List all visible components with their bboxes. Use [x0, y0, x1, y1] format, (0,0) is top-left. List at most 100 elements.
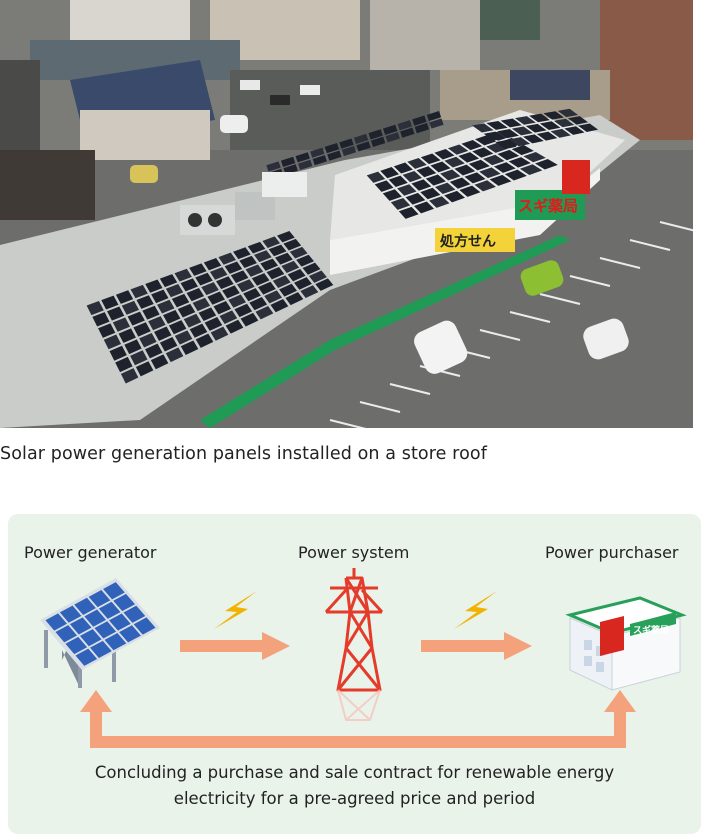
roof-solar-panel — [324, 143, 340, 154]
solar-cell — [119, 625, 141, 643]
roof-solar-panel — [429, 118, 444, 129]
roof-solar-panel — [279, 283, 297, 297]
roof-solar-panel — [130, 350, 148, 366]
parking-stripe — [359, 401, 401, 413]
roof-solar-panel — [210, 326, 229, 341]
roof-solar-panel — [509, 137, 531, 147]
roof-solar-panel — [382, 189, 402, 201]
tower-shadow — [337, 689, 381, 721]
roof-solar-panel — [468, 159, 490, 171]
roof-solar-panel — [174, 330, 193, 345]
roof-solar-panel — [225, 319, 244, 334]
roof-solar-panel — [497, 129, 519, 139]
roof-solar-panel — [135, 361, 154, 377]
roof-solar-panel — [368, 129, 383, 140]
roof-solar-panel — [224, 261, 243, 274]
roof-solar-panel — [310, 147, 325, 158]
roof-solar-panel — [454, 164, 476, 176]
solar-cell — [55, 625, 78, 643]
roof-solar-panel — [483, 131, 506, 141]
parking-stripe — [329, 419, 367, 428]
transmission-tower-icon — [324, 568, 384, 692]
roof-solar-panel — [136, 295, 154, 309]
roof-solar-panel — [298, 159, 313, 170]
roof-solar-panel — [536, 131, 558, 141]
roof-solar-panel — [519, 164, 543, 175]
roof-solar-panel — [230, 270, 249, 283]
roof-solar-panel — [523, 151, 546, 163]
roof-solar-panel — [397, 120, 412, 131]
roof-solar-panel — [251, 273, 270, 286]
roof-solar-panel — [426, 110, 442, 122]
roof-solar-panel — [464, 172, 486, 184]
roof-solar-panel — [236, 279, 255, 293]
svg-text:スギ薬局: スギ薬局 — [633, 624, 669, 636]
roof-solar-panel — [258, 281, 276, 295]
parking-lot — [130, 115, 693, 428]
roof-solar-panel — [124, 339, 142, 355]
roof-solar-panel — [308, 270, 327, 283]
roof-solar-panel — [203, 257, 222, 271]
roof-solar-panel — [209, 267, 228, 280]
roof-solar-panel — [500, 118, 522, 128]
parking-stripe — [629, 239, 671, 251]
roof-solar-panel — [486, 142, 508, 153]
roof-solar-panel — [157, 299, 175, 314]
roof-solar-panel — [429, 196, 450, 208]
roof-solar-panel — [118, 328, 136, 343]
parking-stripe — [569, 275, 611, 287]
roof-solar-panel — [474, 135, 497, 146]
roof-solar-panel — [407, 158, 427, 169]
roof-solar-panel — [472, 147, 494, 158]
flow-arrow-generator-to-system — [180, 632, 290, 660]
roof-solar-panel — [86, 300, 104, 316]
roof-solar-panel — [283, 238, 302, 251]
roof-solar-panel — [353, 133, 369, 145]
roof-solar-panel — [578, 123, 599, 133]
roof-solar-panel — [356, 141, 371, 152]
roof-solar-panel — [302, 262, 321, 275]
roof-solar-panel — [535, 158, 558, 170]
roof-solar-panel — [180, 278, 198, 292]
solar-cell — [88, 589, 111, 608]
contract-line-1: Concluding a purchase and sale contract … — [94, 763, 615, 782]
hvac-units — [180, 172, 307, 235]
solar-panel-icon — [40, 578, 160, 688]
solar-cell — [74, 597, 96, 615]
solar-cell — [133, 617, 156, 635]
roof-solar-panel — [270, 299, 289, 313]
roof-solar-panel — [425, 174, 446, 186]
parking-stripe — [539, 293, 581, 305]
roof-solar-panel — [393, 162, 413, 174]
store-roof-photo: 処方せん スギ薬局 — [0, 0, 693, 428]
roof-solar-panel — [434, 148, 455, 160]
roof-solar-panel — [277, 231, 295, 243]
roof-solar-panel — [115, 290, 134, 304]
roof-solar-panel — [159, 336, 178, 352]
roof-solar-panel — [98, 323, 116, 338]
roof-solar-panel — [514, 116, 536, 125]
roof-solar-panel — [151, 289, 169, 304]
roof-solar-panel — [366, 171, 386, 183]
background-buildings — [0, 0, 693, 220]
roof-solar-panel — [405, 192, 426, 205]
roof-solar-panel — [529, 113, 550, 123]
roof-solar-panel — [458, 152, 480, 163]
roof-solar-panel — [148, 316, 166, 331]
roof-solar-panel — [145, 343, 163, 359]
roof-solar-panel — [218, 252, 236, 265]
roof-solar-panel — [285, 292, 304, 306]
roof-solar-panel — [260, 258, 279, 271]
roof-solar-panel — [228, 294, 246, 308]
solar-cell — [94, 621, 117, 639]
store-sign: 処方せん スギ薬局 — [435, 160, 590, 252]
roof-solar-panel — [272, 275, 291, 288]
parking-stripe — [509, 311, 551, 323]
roof-solar-panel — [266, 266, 285, 280]
roof-solar-panel — [195, 272, 213, 286]
roof-solar-panel — [207, 291, 225, 305]
roof-solar-panel — [567, 116, 589, 125]
roof-solar-panel — [171, 293, 190, 308]
power-purchaser-label: Power purchaser — [545, 543, 679, 562]
